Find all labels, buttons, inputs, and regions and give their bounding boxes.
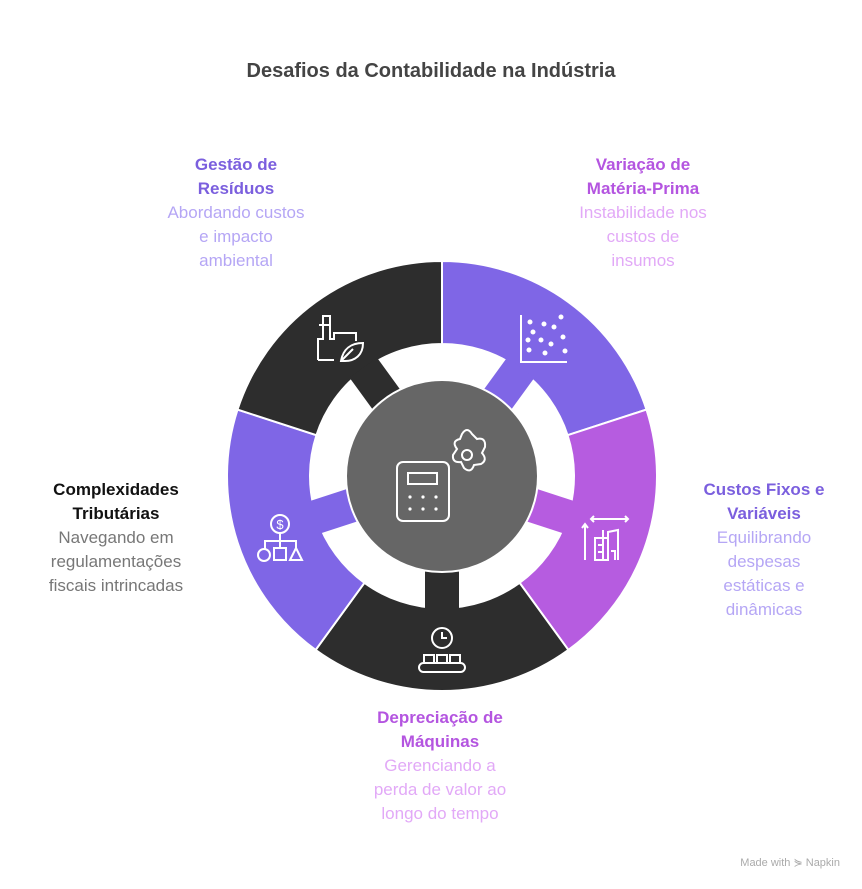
label-desc-line: e impacto xyxy=(199,227,273,246)
connector-complexidades xyxy=(309,487,362,534)
label-desc-line: regulamentações xyxy=(50,552,182,571)
label-desc-line: custos de xyxy=(606,227,680,246)
center-hub xyxy=(345,379,539,573)
diagram-title: Desafios da Contabilidade na Indústria xyxy=(246,60,616,82)
made-with-napkin-footer: Made with ⋟ Napkin xyxy=(740,857,840,869)
label-desc-line: fiscais intrincadas xyxy=(48,576,184,595)
label-title-line: Custos Fixos e xyxy=(703,480,825,499)
label-title-line: Matéria-Prima xyxy=(586,179,700,198)
tax-hierarchy-icon: $ xyxy=(257,514,304,562)
building-growth-icon xyxy=(581,515,630,561)
label-desc-line: dinâmicas xyxy=(725,600,803,619)
segment-gestao xyxy=(236,259,443,437)
label-desc-line: estáticas e xyxy=(723,576,805,595)
segment-variacao xyxy=(441,259,648,437)
label-desc-line: Navegando em xyxy=(58,528,174,547)
label-title-line: Máquinas xyxy=(400,732,480,751)
label-title-line: Depreciação de xyxy=(377,708,503,727)
label-desc-line: Instabilidade nos xyxy=(579,203,707,222)
label-title-line: Resíduos xyxy=(197,179,275,198)
label-title-line: Complexidades xyxy=(53,480,179,499)
label-desc-line: ambiental xyxy=(199,251,273,270)
conveyor-clock-icon xyxy=(418,627,466,673)
connector-variacao xyxy=(481,357,535,414)
calculator-gear-icon xyxy=(396,429,487,522)
label-desc-line: Gerenciando a xyxy=(384,756,496,775)
factory-leaf-icon xyxy=(317,315,365,362)
label-desc-line: Abordando custos xyxy=(167,203,305,222)
scatter-plot-icon xyxy=(520,314,568,363)
label-desc-line: longo do tempo xyxy=(381,804,499,823)
label-title-line: Tributárias xyxy=(72,504,160,523)
svg-text:$: $ xyxy=(276,517,284,532)
label-desc-line: Equilibrando xyxy=(716,528,812,547)
connector-custos xyxy=(522,487,575,534)
label-title-line: Variáveis xyxy=(727,504,801,523)
connector-gestao xyxy=(349,357,403,414)
segment-custos xyxy=(518,408,658,652)
label-title-line: Gestão de xyxy=(194,155,278,174)
label-title-line: Variação de xyxy=(595,155,691,174)
segment-complexidades xyxy=(226,408,366,652)
label-desc-line: despesas xyxy=(727,552,801,571)
label-desc-line: insumos xyxy=(611,251,675,270)
label-desc-line: perda de valor ao xyxy=(373,780,507,799)
